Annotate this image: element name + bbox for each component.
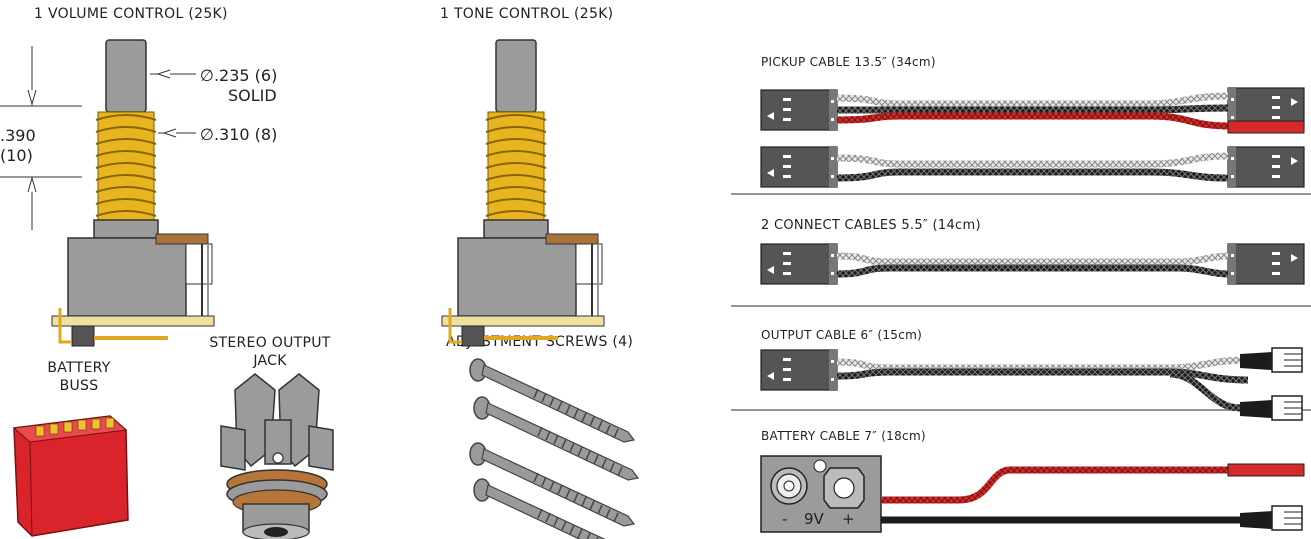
stereo-output-jack [220, 373, 334, 539]
adjustment-screws [469, 358, 639, 539]
separators [731, 193, 1311, 411]
connect-cables-label: 2 CONNECT CABLES 5.5″ (14cm) [761, 218, 981, 233]
shaft-type-label: SOLID [228, 86, 277, 105]
volume-pot [50, 38, 216, 348]
battery-buss [12, 415, 129, 537]
thread-length-label: .390 [0, 126, 36, 145]
clip-plus-label: + [842, 510, 855, 528]
output-cable [760, 347, 1303, 421]
output-cable-label: OUTPUT CABLE 6″ (15cm) [761, 328, 923, 342]
pickup-cable-label: PICKUP CABLE 13.5″ (34cm) [761, 55, 936, 69]
clip-voltage-label: 9V [804, 510, 824, 528]
battery-cable [760, 455, 1305, 533]
battery-buss-label-2: BUSS [59, 378, 99, 394]
battery-buss-label-1: BATTERY [47, 360, 111, 376]
clip-minus-label: - [782, 510, 788, 528]
pickup-cable [760, 87, 1305, 188]
battery-cable-label: BATTERY CABLE 7″ (18cm) [761, 429, 926, 443]
jack-label-1: STEREO OUTPUT [209, 335, 331, 351]
tone-pot [440, 38, 606, 348]
shaft-diameter-label: ∅.235 (6) [200, 66, 278, 85]
jack-label-2: JACK [253, 353, 287, 369]
dimension-lines [0, 46, 196, 230]
tone-control-label: 1 TONE CONTROL (25K) [440, 6, 614, 22]
thread-diameter-label: ∅.310 (8) [200, 125, 278, 144]
spade-terminal-top [1240, 347, 1303, 373]
spade-terminal-bottom [1240, 395, 1303, 421]
volume-control-label: 1 VOLUME CONTROL (25K) [34, 6, 228, 22]
connect-cable [760, 243, 1305, 285]
thread-length-metric-label: (10) [0, 146, 33, 165]
